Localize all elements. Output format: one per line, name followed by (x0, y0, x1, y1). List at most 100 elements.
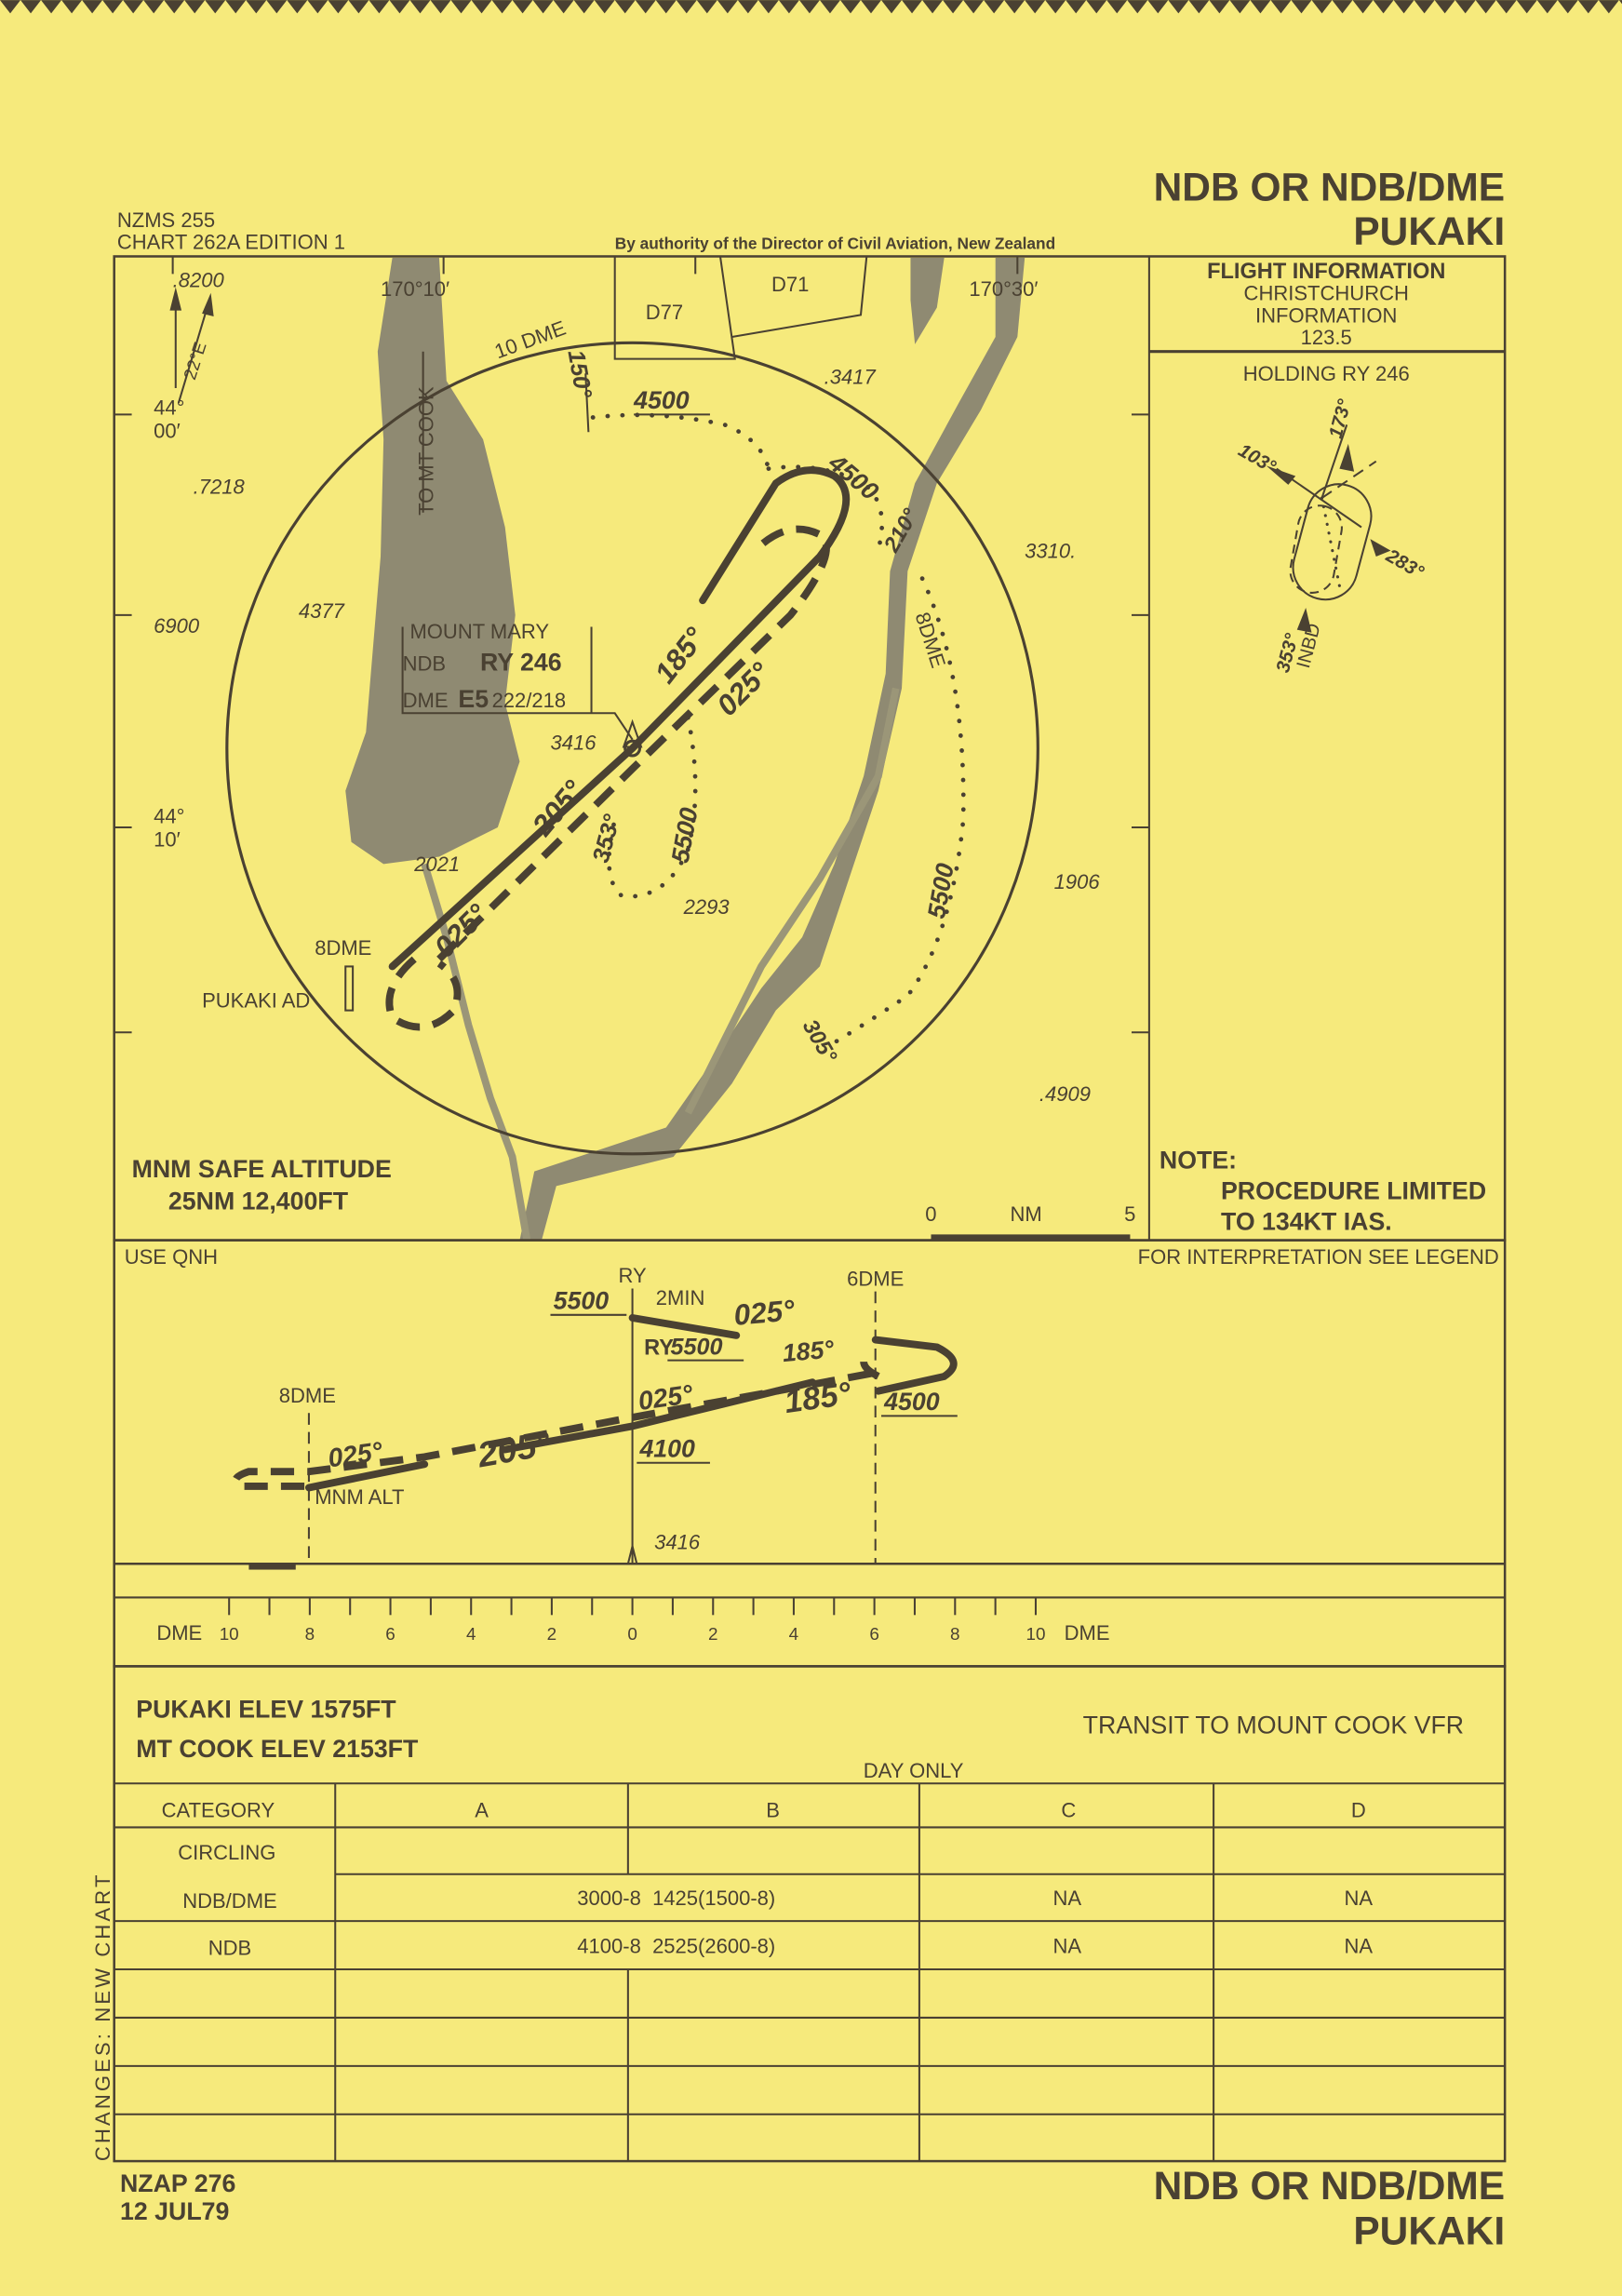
chart-number: NZAP 276 (120, 2169, 235, 2197)
profile-8dme: 8DME (279, 1384, 336, 1407)
dme-tick-label: 8 (305, 1624, 315, 1644)
chart-date: 12 JUL79 (120, 2197, 229, 2225)
title-aerodrome: PUKAKI (1353, 209, 1505, 253)
dme-tick-label: 0 (627, 1624, 637, 1644)
torn-edge (0, 0, 1622, 14)
profile-alt-4500: 4500 (883, 1388, 940, 1416)
ndb-dme-d: NA (1345, 1886, 1374, 1910)
dme-tick-label: 2 (708, 1624, 718, 1644)
dme-10nm-circle (225, 341, 1039, 1156)
header-d: D (1351, 1798, 1366, 1821)
dme-freq: 222/218 (492, 689, 567, 712)
alt-4500-a: 4500 (633, 386, 690, 414)
flight-info-line2: INFORMATION (1255, 303, 1397, 327)
arrival-150-line (584, 373, 590, 433)
holding-pattern-diagram (1266, 424, 1391, 633)
lon-170-30: 170°30′ (969, 277, 1038, 301)
flight-info-title: FLIGHT INFORMATION (1207, 259, 1445, 283)
side-panel: FLIGHT INFORMATION CHRISTCHURCH INFORMAT… (1148, 259, 1506, 1236)
row-ndb: NDB (208, 1936, 251, 1959)
elev-8200: .8200 (173, 269, 225, 292)
magnetic-north-arrow (177, 300, 210, 404)
elev-2021: 2021 (413, 853, 460, 876)
dme-tick-label: 4 (466, 1624, 476, 1644)
row-circling: CIRCLING (178, 1841, 275, 1864)
to-mt-cook-label: TO MT COOK (415, 386, 438, 516)
ndb-profile-icon (626, 1546, 638, 1565)
dme-tick-label: 4 (789, 1624, 799, 1644)
navaid-box (401, 626, 634, 741)
footer-title-aerodrome: PUKAKI (1353, 2209, 1505, 2253)
profile-alt-5500: 5500 (554, 1287, 610, 1315)
dme-channel: E5 (458, 685, 489, 713)
elev-4909: .4909 (1039, 1082, 1091, 1106)
dme8-left: 8DME (315, 936, 371, 960)
d71-label: D71 (771, 273, 809, 296)
profile-solid-track (304, 1314, 958, 1492)
dme-tick-label: 8 (950, 1624, 960, 1644)
area-d77 (613, 255, 736, 360)
dme-label: DME (403, 689, 449, 712)
ndb-symbol-icon (623, 739, 642, 758)
flight-info-frequency: 123.5 (1301, 326, 1352, 349)
ndb-dme-ab: 3000-8 1425(1500-8) (577, 1886, 775, 1910)
footer-title-procedure: NDB OR NDB/DME (1154, 2164, 1506, 2208)
profile-ry: RY (618, 1264, 647, 1287)
profile-mnm-alt: MNM ALT (315, 1485, 404, 1509)
area-d71 (719, 255, 868, 339)
lake-tekapo (910, 258, 945, 344)
navaid-name: MOUNT MARY (409, 620, 549, 643)
dme-scale-left-label: DME (156, 1621, 202, 1645)
minima-table: CATEGORY A B C D CIRCLING NDB/DME 3000-8… (113, 1665, 1507, 2163)
outbound-track-dashed (436, 525, 830, 962)
pukaki-elev: PUKAKI ELEV 1575FT (136, 1695, 396, 1723)
ndb-d: NA (1345, 1935, 1374, 1958)
navaid-type: NDB (403, 652, 446, 676)
header-c: C (1061, 1798, 1076, 1821)
msa-line1: MNM SAFE ALTITUDE (132, 1155, 392, 1183)
dme-tick-label: 10 (1025, 1624, 1045, 1644)
magnetic-north-head-icon (202, 292, 214, 316)
elev-1906: 1906 (1054, 870, 1101, 893)
elev-3310: 3310. (1025, 540, 1076, 563)
pukaki-ad-label: PUKAKI AD (202, 988, 310, 1012)
river-right (684, 687, 900, 1115)
ndb-ab: 4100-8 2525(2600-8) (577, 1935, 775, 1958)
elev-7218: .7218 (194, 475, 246, 498)
chart-edition: CHART 262A EDITION 1 (117, 231, 345, 254)
profile-alt-5500-b: 5500 (670, 1334, 722, 1360)
ndb-c: NA (1052, 1935, 1081, 1958)
profile-view: USE QNH FOR INTERPRETATION SEE LEGEND RY… (113, 1239, 1507, 1668)
d77-label: D77 (646, 301, 683, 324)
dme-tick-label: 6 (385, 1624, 395, 1644)
day-only: DAY ONLY (864, 1759, 964, 1782)
runway-profile-mark (248, 1564, 296, 1570)
profile-alt-4100: 4100 (638, 1434, 695, 1462)
changes-note: CHANGES: NEW CHART (91, 1872, 114, 2161)
lat-44-10-min: 10′ (154, 827, 181, 851)
profile-crs-185-a: 185° (782, 1335, 836, 1367)
lat-44-10-deg: 44° (154, 804, 184, 827)
dme-tick-label: 10 (220, 1624, 239, 1644)
elev-2293: 2293 (683, 895, 731, 919)
flight-info-line1: CHRISTCHURCH (1244, 282, 1409, 305)
scale-start: 0 (925, 1202, 936, 1226)
dme-scale-right-label: DME (1065, 1621, 1110, 1645)
dme-tick-label: 2 (547, 1624, 557, 1644)
lat-44-00-deg: 44° (154, 396, 184, 419)
profile-ry2: RY (644, 1335, 674, 1359)
lat-44-00-min: 00′ (154, 420, 181, 443)
holding-title: HOLDING RY 246 (1243, 362, 1410, 385)
authority-line: By authority of the Director of Civil Av… (615, 235, 1055, 253)
profile-6dme: 6DME (847, 1267, 904, 1290)
scale-unit: NM (1010, 1202, 1041, 1226)
transit-note: TRANSIT TO MOUNT COOK VFR (1083, 1712, 1464, 1739)
elev-6900: 6900 (154, 614, 200, 638)
row-ndb-dme: NDB/DME (182, 1889, 277, 1913)
chart-series: NZMS 255 (117, 208, 215, 232)
true-north-head-icon (169, 287, 182, 311)
arrival-dotted-upper (766, 464, 885, 552)
navaid-ident: RY 246 (480, 649, 562, 677)
